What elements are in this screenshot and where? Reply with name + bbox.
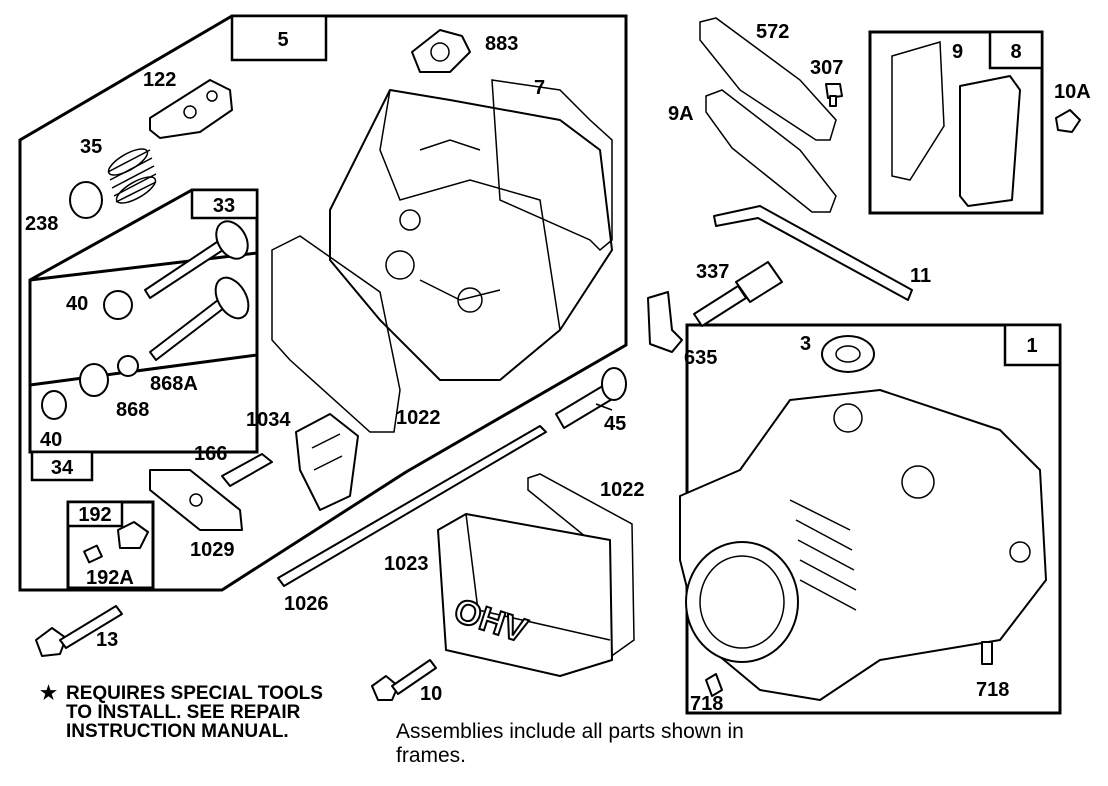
part-label-1026: 1026 — [284, 593, 329, 615]
stud-166 — [221, 453, 273, 487]
oil-seal-3 — [821, 335, 875, 373]
gasket-572 — [699, 17, 837, 141]
gasket-883 — [411, 29, 471, 73]
part-label-635: 635 — [684, 347, 717, 369]
tag-box-1 — [1003, 323, 1062, 367]
note-line-3: INSTRUCTION MANUAL. — [66, 721, 289, 742]
special-tools-note: ★ REQUIRES SPECIAL TOOLS TO INSTALL. SEE… — [40, 684, 323, 741]
spring-35 — [107, 148, 157, 204]
note-line-1: REQUIRES SPECIAL TOOLS — [66, 683, 323, 704]
valve-seal-40-lower — [41, 390, 67, 420]
part-label-192A: 192A — [86, 567, 134, 589]
head-gasket-7 — [491, 79, 613, 252]
part-label-337: 337 — [696, 261, 729, 283]
bracket-122 — [149, 79, 233, 139]
part-label-45: 45 — [604, 413, 626, 435]
part-label-9A: 9A — [668, 103, 694, 125]
part-label-5: 5 — [277, 29, 288, 51]
bolt-10 — [371, 659, 437, 701]
part-label-40-upper: 40 — [66, 293, 88, 315]
spark-plug-boot-635 — [647, 291, 683, 353]
part-label-10A: 10A — [1054, 81, 1091, 103]
gasket-1022-rocker — [271, 235, 401, 433]
frame-rocker-cover-gasket — [868, 30, 1044, 215]
part-label-33: 33 — [213, 195, 235, 217]
bolt-13 — [35, 605, 123, 657]
valve-intake — [144, 220, 249, 299]
spark-plug-337 — [693, 261, 783, 327]
breather-tube-11 — [713, 205, 913, 301]
screw-192A — [83, 544, 103, 564]
star-icon: ★ — [40, 683, 58, 704]
part-label-868: 868 — [116, 399, 149, 421]
tappet-45 — [555, 367, 627, 429]
plate-1034 — [295, 413, 359, 511]
washer-868A — [117, 355, 139, 377]
dowel-pin-718-right — [981, 641, 993, 665]
part-label-166: 166 — [194, 443, 227, 465]
part-label-13: 13 — [96, 629, 118, 651]
part-label-9: 9 — [952, 41, 963, 63]
tag-box-34 — [30, 450, 94, 482]
tag-box-192 — [66, 500, 124, 528]
gasket-9 — [891, 41, 945, 181]
tag-box-8 — [988, 30, 1044, 70]
part-label-35: 35 — [80, 136, 102, 158]
frame-cylinder-head-assembly — [18, 14, 628, 592]
valve-cover-1023: OHV — [437, 513, 613, 677]
part-label-8: 8 — [1010, 41, 1021, 63]
dowel-pin-718-left — [705, 673, 723, 697]
cylinder-head — [329, 89, 613, 381]
part-label-883: 883 — [485, 33, 518, 55]
part-label-718-right: 718 — [976, 679, 1009, 701]
part-label-1022-cover: 1022 — [600, 479, 645, 501]
bolt-10A — [1055, 109, 1081, 133]
tag-box-33 — [190, 188, 259, 220]
part-label-868A: 868A — [150, 373, 198, 395]
part-label-7: 7 — [534, 77, 545, 99]
part-label-40-lower: 40 — [40, 429, 62, 451]
part-label-34: 34 — [51, 457, 74, 479]
part-label-307: 307 — [810, 57, 843, 79]
part-label-1: 1 — [1026, 335, 1037, 357]
part-label-572: 572 — [756, 21, 789, 43]
part-label-10: 10 — [420, 683, 442, 705]
part-label-1029: 1029 — [190, 539, 235, 561]
valve-exhaust — [149, 276, 250, 361]
cover-8 — [959, 75, 1021, 207]
valve-seal-40-upper — [103, 290, 133, 320]
part-label-1034: 1034 — [246, 409, 291, 431]
part-label-1022-rocker: 1022 — [396, 407, 441, 429]
push-rod-1026 — [277, 425, 547, 587]
assemblies-note: Assemblies include all parts shown in fr… — [396, 720, 744, 768]
note-line-2: TO INSTALL. SEE REPAIR — [66, 702, 301, 723]
part-label-192: 192 — [78, 504, 111, 526]
part-label-122: 122 — [143, 69, 176, 91]
adjuster-192 — [117, 521, 149, 549]
cap-238 — [69, 181, 103, 219]
rocker-arm-1029 — [149, 469, 243, 531]
tag-box-5 — [230, 14, 328, 62]
rotator-868 — [79, 363, 109, 397]
part-label-3: 3 — [800, 333, 811, 355]
part-label-1023: 1023 — [384, 553, 429, 575]
part-label-238: 238 — [25, 213, 58, 235]
assemblies-line-2: frames. — [396, 744, 467, 767]
gasket-9A — [705, 89, 837, 213]
leader-lines — [595, 403, 613, 411]
assemblies-line-1: Assemblies include all parts shown in — [396, 720, 744, 743]
part-label-718-left: 718 — [690, 693, 723, 715]
crankcase-cylinder-block — [679, 389, 1047, 701]
part-label-11: 11 — [910, 265, 931, 287]
bolt-307 — [825, 83, 843, 107]
